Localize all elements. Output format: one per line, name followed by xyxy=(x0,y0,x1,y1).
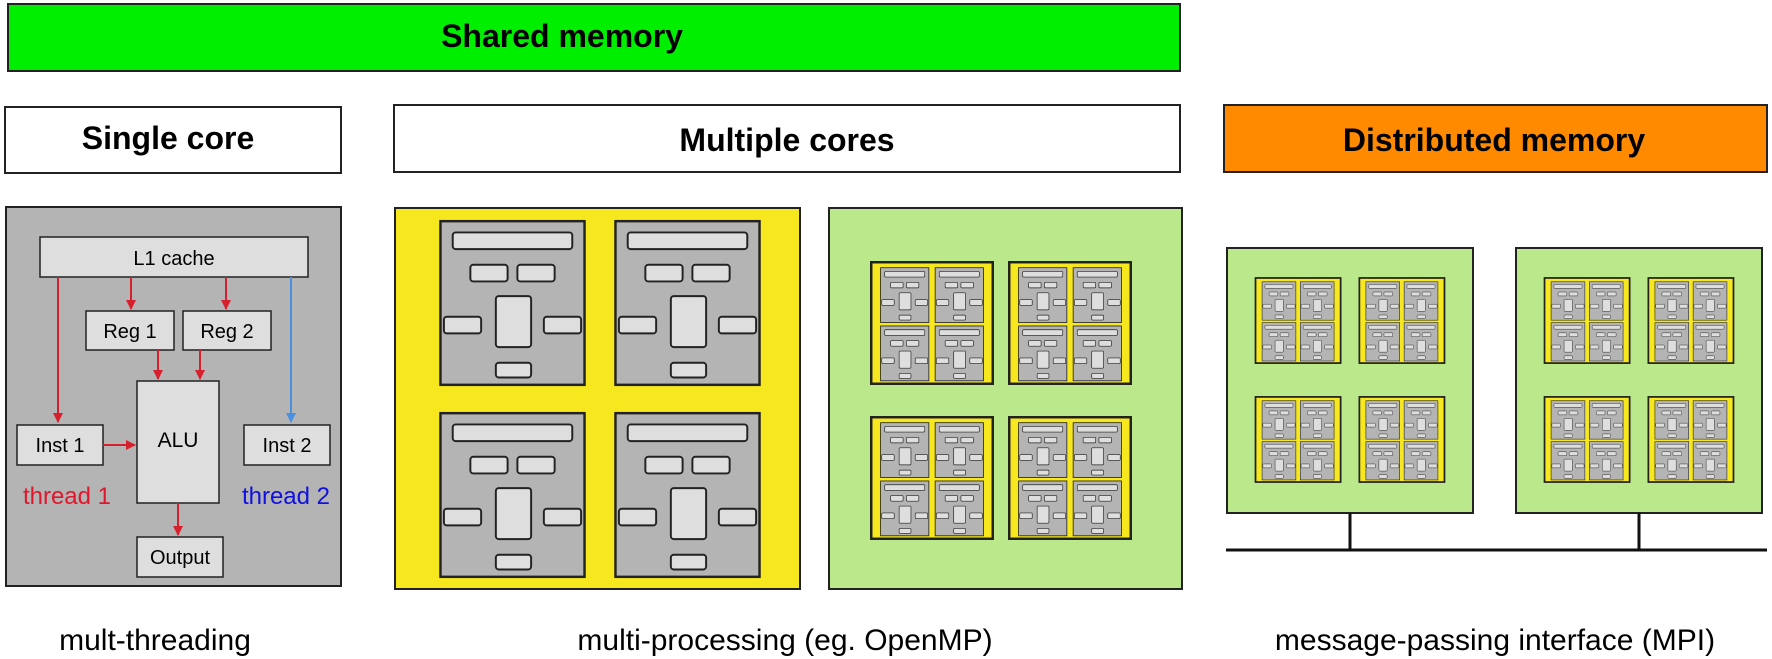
single-core-diagram: L1 cache Reg 1 Reg 2 ALU Inst 1 Inst 2 t… xyxy=(5,206,342,587)
quad-4 xyxy=(1009,417,1131,539)
alu-label: ALU xyxy=(158,429,199,452)
reg1-box xyxy=(85,310,175,351)
shared-memory-header: Shared memory xyxy=(7,3,1181,72)
quad-1 xyxy=(871,262,993,384)
core-4 xyxy=(614,411,761,579)
reg2-label: Reg 2 xyxy=(200,321,253,343)
l1-cache-box xyxy=(39,236,309,278)
inst1-box xyxy=(16,424,104,466)
distributed-node-2 xyxy=(1515,247,1763,514)
reg1-label: Reg 1 xyxy=(103,321,156,343)
thread2-label: thread 2 xyxy=(242,483,330,510)
shared-memory-label: Shared memory xyxy=(441,18,683,54)
core-3 xyxy=(439,411,586,579)
core-1 xyxy=(439,219,586,387)
multicore-green-node xyxy=(828,207,1183,590)
caption-mpi: message-passing interface (MPI) xyxy=(1275,624,1715,657)
single-core-header: Single core xyxy=(4,106,342,174)
multiple-cores-label: Multiple cores xyxy=(679,122,894,158)
multiple-cores-header: Multiple cores xyxy=(393,104,1181,173)
single-core-label: Single core xyxy=(82,120,255,156)
caption-mult-threading: mult-threading xyxy=(59,624,251,657)
distributed-memory-label: Distributed memory xyxy=(1343,122,1645,158)
inst1-label: Inst 1 xyxy=(36,435,85,457)
distributed-memory-header: Distributed memory xyxy=(1223,104,1768,173)
distributed-node-1 xyxy=(1226,247,1474,514)
output-box xyxy=(136,536,224,578)
core-2 xyxy=(614,219,761,387)
reg2-box xyxy=(182,310,272,351)
caption-multi-processing: multi-processing (eg. OpenMP) xyxy=(577,624,992,657)
l1-cache-label: L1 cache xyxy=(133,248,214,270)
thread1-label: thread 1 xyxy=(23,483,111,510)
network-bus xyxy=(1226,513,1767,552)
multicore-yellow-node xyxy=(394,207,801,590)
quad-2 xyxy=(1009,262,1131,384)
inst2-box xyxy=(243,424,331,466)
output-label: Output xyxy=(150,547,210,569)
inst2-label: Inst 2 xyxy=(263,435,312,457)
quad-3 xyxy=(871,417,993,539)
